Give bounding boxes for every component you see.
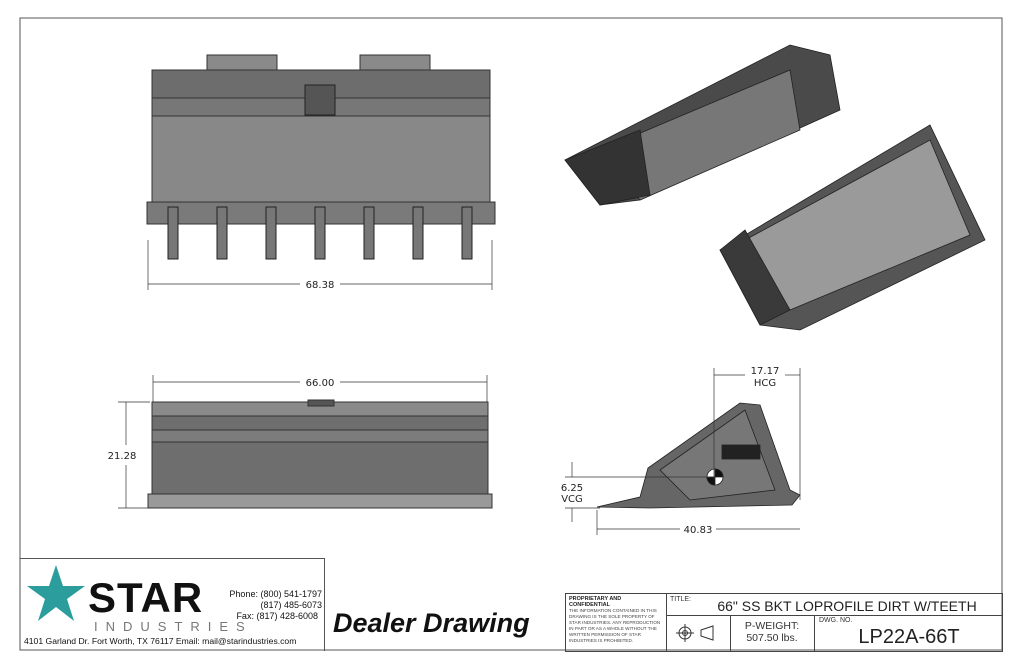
isometric-front-view [719,124,986,331]
dimension-bottom [118,375,488,509]
dimension-front-width [147,240,493,290]
dim-bottom-depth: 21.28 [108,451,137,462]
dimension-side [565,368,801,535]
dim-bottom-width: 66.00 [306,378,335,389]
bottom-view [147,399,493,509]
side-view [596,402,801,509]
title-label: TITLE: [670,596,692,603]
dim-hcg: 17.17 [751,366,780,377]
dim-vcg-label: VCG [561,494,583,505]
bucket-tooth [412,206,424,260]
dim-side-length: 40.83 [684,525,713,536]
bucket-tooth [461,206,473,260]
bucket-tooth [216,206,228,260]
logo-star-text: STAR [88,574,204,621]
front-view [146,54,496,260]
title-row: TITLE: 66" SS BKT LOPROFILE DIRT W/TEETH [667,594,1002,616]
dwg-no-label: DWG. NO. [819,617,853,624]
weight-cell: P-WEIGHT: 507.50 lbs. [730,615,815,651]
bucket-tooth [314,206,326,260]
proprietary-heading: PROPRIETARY AND CONFIDENTIAL [569,596,622,608]
dim-front-width: 68.38 [306,280,335,291]
bucket-tooth [363,206,375,260]
sheet-border [19,17,1003,651]
dim-vcg: 6.25 [561,483,583,494]
weight-label: P-WEIGHT: [744,620,800,632]
proprietary-text: The information contained in this drawin… [569,608,661,643]
projection-symbol [667,615,731,651]
fax: Fax: (817) 428-6008 [236,611,318,621]
drawing-title: 66" SS BKT LOPROFILE DIRT W/TEETH [717,598,977,614]
dim-hcg-label: HCG [754,378,776,389]
phone-2: (817) 485-6073 [260,600,322,610]
third-angle-projection-icon [676,624,714,642]
company-logo-block: STAR INDUSTRIES Phone: (800) 541-1797 (8… [20,558,325,651]
dealer-drawing-label: Dealer Drawing [333,608,530,638]
proprietary-notice: PROPRIETARY AND CONFIDENTIAL The informa… [566,594,667,651]
phone-1: Phone: (800) 541-1797 [229,589,322,599]
title-block: PROPRIETARY AND CONFIDENTIAL The informa… [565,593,1003,652]
isometric-rear-view [564,44,841,206]
dwg-no: LP22A-66T [858,626,960,648]
logo-industries-text: INDUSTRIES [94,619,253,634]
weight-value: 507.50 lbs. [746,632,798,644]
bucket-tooth [265,206,277,260]
bucket-tooth [167,206,179,260]
address: 4101 Garland Dr. Fort Worth, TX 76117 Em… [24,636,297,646]
star-logo-icon [27,565,85,621]
